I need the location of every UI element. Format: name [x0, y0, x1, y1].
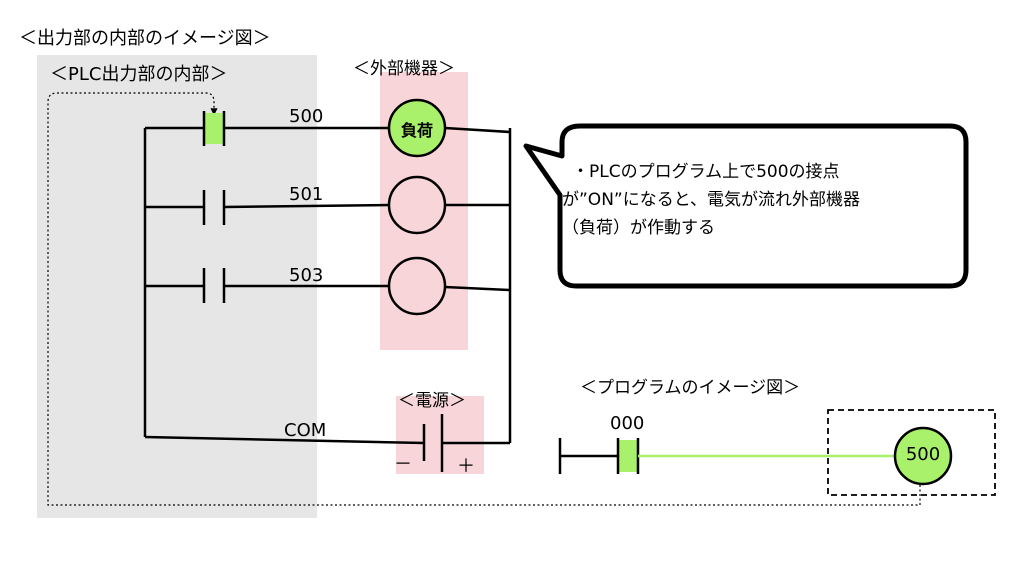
load-503-circle	[387, 256, 447, 316]
power-minus-label: －	[394, 454, 412, 475]
program-coil-circle	[893, 426, 953, 486]
callout-line-1: ・PLCのプログラム上で500の接点	[572, 162, 840, 182]
program-section-label: ＜プログラムのイメージ図＞	[580, 378, 801, 398]
program-coil-label: 500	[905, 444, 941, 465]
page-title: ＜出力部の内部のイメージ図＞	[19, 28, 271, 49]
output-address-501: 501	[289, 184, 324, 205]
power-plus-label: ＋	[457, 456, 475, 477]
com-label: COM	[284, 420, 327, 441]
program-contact-active-fill	[618, 440, 638, 472]
callout-text: ・PLCのプログラム上で500の接点 が”ON”になると、電気が流れ外部機器 （…	[562, 158, 860, 242]
load-500-label: 負荷	[400, 121, 433, 140]
output-address-500: 500	[289, 106, 324, 127]
callout-line-3: （負荷）が作動する	[562, 218, 715, 238]
output-address-503: 503	[289, 265, 324, 286]
feedback-dotted-path	[47, 92, 921, 506]
plc-section-label: ＜PLC出力部の内部＞	[50, 64, 228, 85]
callout-bubble	[523, 123, 969, 289]
power-section-label: ＜電源＞	[398, 391, 466, 411]
power-supply-zone	[396, 396, 484, 474]
external-section-label: ＜外部機器＞	[353, 59, 455, 79]
load-501-circle	[387, 175, 447, 235]
callout-line-2: が”ON”になると、電気が流れ外部機器	[562, 190, 861, 210]
coil-dashed-box	[827, 409, 996, 496]
contact-500-active-fill	[204, 113, 224, 144]
program-contact-address: 000	[610, 413, 645, 434]
